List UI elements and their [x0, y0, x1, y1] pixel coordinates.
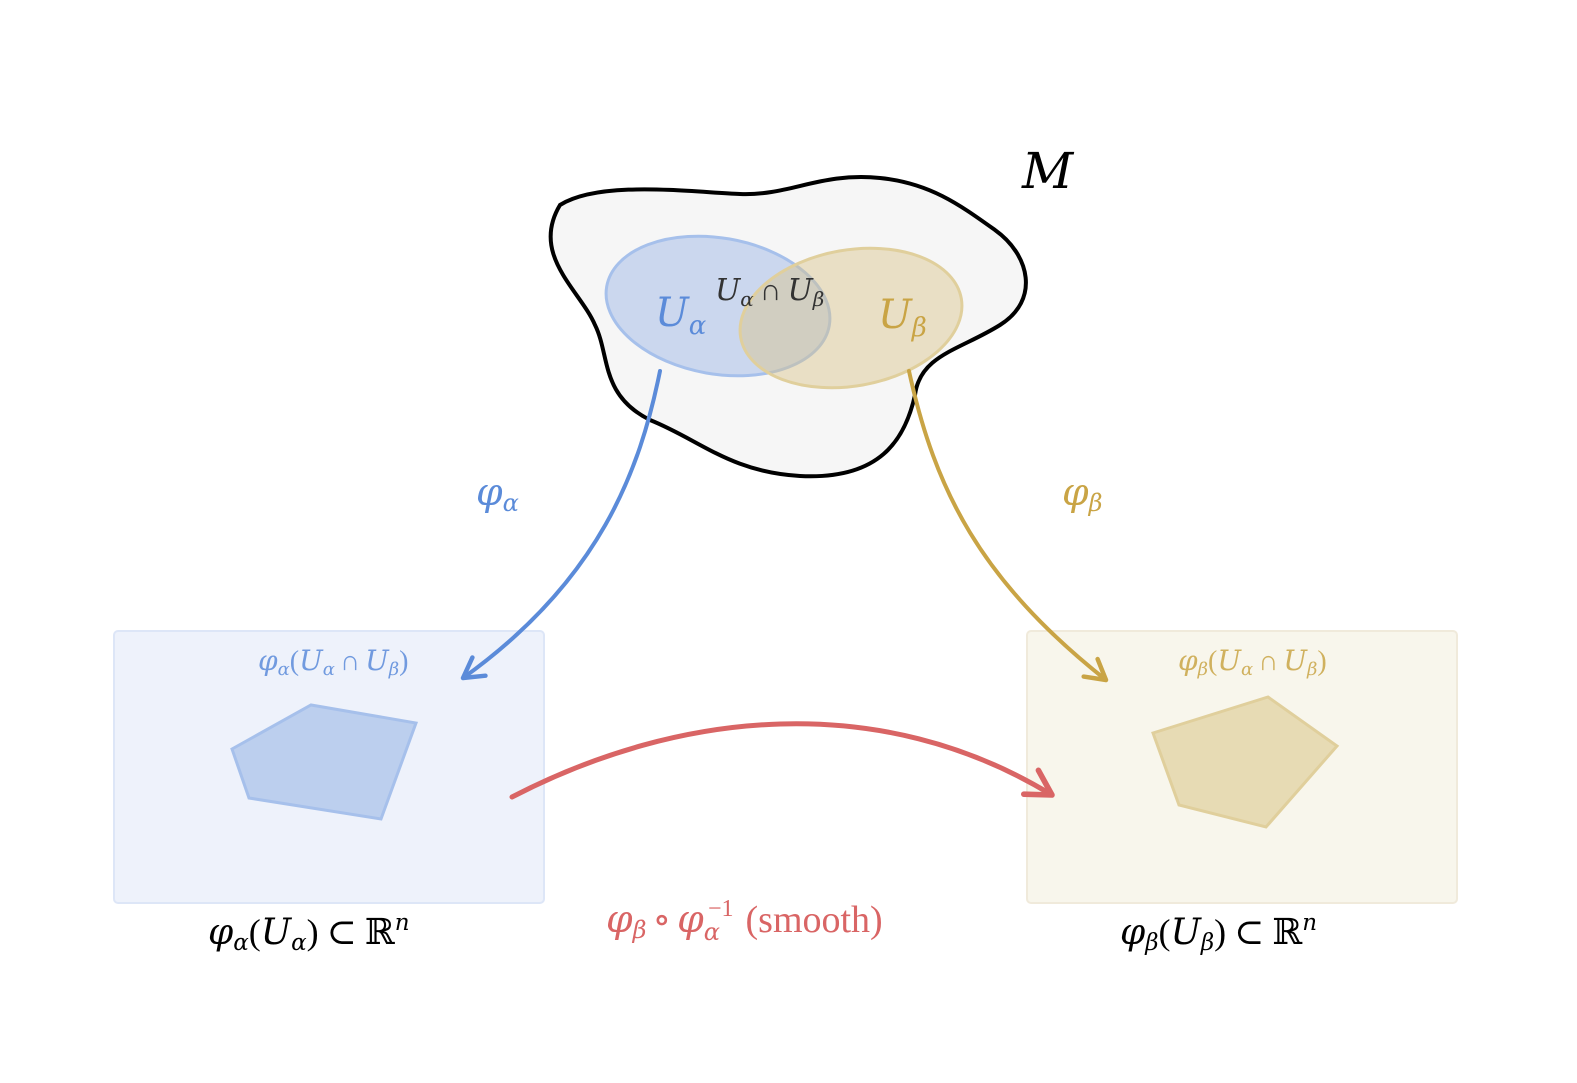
transition-map-arrow — [509, 721, 1055, 800]
open-set-alpha — [604, 234, 832, 378]
chart-arrow-alpha — [460, 369, 662, 681]
chart-alpha-label: φα — [476, 470, 519, 517]
transition-map-label: φβ∘φα−1(smooth) — [606, 896, 883, 946]
manifold-label: M — [1021, 142, 1075, 200]
alpha-chart-caption: φα(Uα)⊂ℝn — [208, 910, 410, 956]
beta-chart-caption: φβ(Uβ)⊂ℝn — [1120, 910, 1317, 956]
chart-beta-label: φβ — [1062, 470, 1102, 517]
chart-arrow-beta — [907, 369, 1109, 683]
beta-intersection-image-label: φβ(Uα∩Uβ) — [1178, 644, 1327, 680]
alpha-intersection-image-label: φα(Uα∩Uβ) — [258, 644, 408, 680]
intersection-label: Uα∩Uβ — [715, 273, 824, 311]
open-set-beta — [738, 246, 964, 390]
open-set-alpha-label: Uα — [655, 290, 707, 341]
beta-image-polygon — [1151, 695, 1340, 829]
alpha-image-polygon — [230, 703, 419, 821]
open-set-beta-label: Uβ — [878, 292, 927, 343]
